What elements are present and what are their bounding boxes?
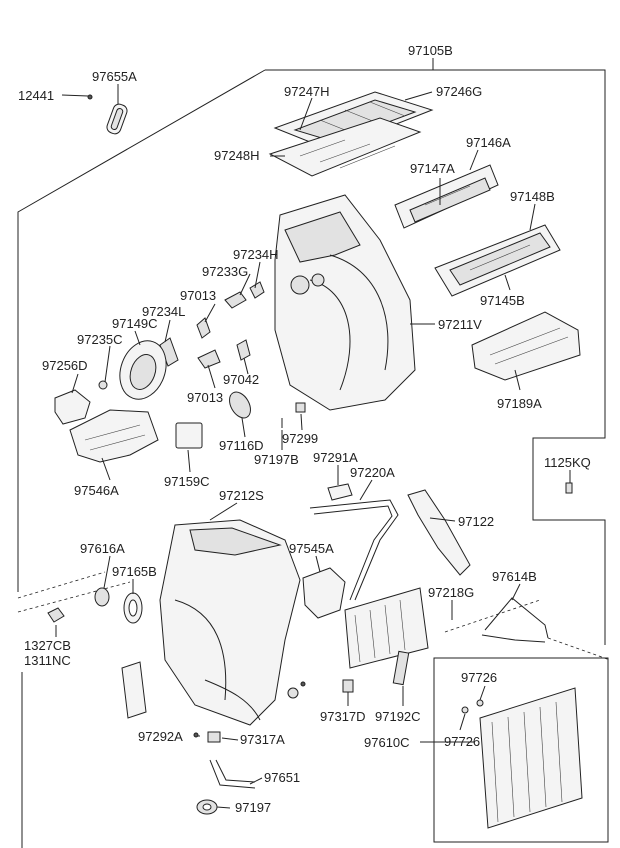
part-label-97235C: 97235C xyxy=(77,332,123,347)
bracket-part xyxy=(481,597,549,643)
part-label-97726-upper: 97726 xyxy=(461,670,497,685)
heater-cover-part xyxy=(407,489,471,576)
part-label-97545A: 97545A xyxy=(289,541,334,556)
part-label-97146A: 97146A xyxy=(466,135,511,150)
part-label-97616A: 97616A xyxy=(80,541,125,556)
heater-core-part xyxy=(344,587,429,669)
part-label-97247H: 97247H xyxy=(284,84,330,99)
lever-parts xyxy=(98,281,265,390)
blower-fan-part xyxy=(119,340,167,400)
part-label-97148B: 97148B xyxy=(510,189,555,204)
seal-ring-part xyxy=(87,94,128,135)
part-label-97192C: 97192C xyxy=(375,709,421,724)
leader-lines xyxy=(55,84,571,809)
part-label-97218G: 97218G xyxy=(428,585,474,600)
part-label-97013-lower: 97013 xyxy=(187,390,223,405)
part-label-97233G: 97233G xyxy=(202,264,248,279)
part-label-97651: 97651 xyxy=(264,770,300,785)
part-label-97655A: 97655A xyxy=(92,69,137,84)
gear-part xyxy=(229,391,251,419)
part-label-97246G: 97246G xyxy=(436,84,482,99)
part-label-97116D: 97116D xyxy=(219,438,264,453)
part-label-1327CB: 1327CB xyxy=(24,638,71,653)
washer-part xyxy=(287,681,306,699)
part-label-12441: 12441 xyxy=(18,88,54,103)
grommet-part xyxy=(196,799,218,815)
part-label-97299: 97299 xyxy=(282,431,318,446)
lower-case-part xyxy=(159,519,301,726)
part-label-97189A: 97189A xyxy=(497,396,542,411)
part-label-1311NC: 1311NC xyxy=(24,653,71,668)
expansion-valve-part xyxy=(302,567,346,619)
part-label-97212S: 97212S xyxy=(219,488,264,503)
part-label-97256D: 97256D xyxy=(42,358,88,373)
part-label-97149C: 97149C xyxy=(112,316,158,331)
screw-part xyxy=(565,482,573,494)
core-seal-part xyxy=(392,650,410,686)
fastener-parts xyxy=(281,402,306,428)
side-plate-part xyxy=(121,661,147,719)
control-module-part xyxy=(175,422,203,449)
part-label-97145B: 97145B xyxy=(480,293,525,308)
evaporator-part xyxy=(461,687,583,829)
actuator-motor-part xyxy=(54,389,91,425)
part-label-97234L: 97234L xyxy=(142,304,185,319)
rings-parts xyxy=(94,587,143,624)
dashed-guide-lines xyxy=(17,571,611,661)
hose-clip-parts xyxy=(193,731,221,743)
air-filter-part xyxy=(268,117,422,177)
part-label-97248H: 97248H xyxy=(214,148,260,163)
part-label-97211V: 97211V xyxy=(438,317,482,332)
part-label-97122: 97122 xyxy=(458,514,494,529)
part-label-97317A: 97317A xyxy=(240,732,285,747)
evaporator-inset-box xyxy=(433,657,609,843)
part-label-97317D: 97317D xyxy=(320,709,366,724)
door-assembly-lower-part xyxy=(434,224,561,297)
part-label-97013-upper: 97013 xyxy=(180,288,216,303)
mount-clip-part xyxy=(47,607,65,623)
part-label-97546A: 97546A xyxy=(74,483,119,498)
part-label-97147A: 97147A xyxy=(410,161,455,176)
part-labels: 97105B 12441 97655A 97247H 97246G 97248H… xyxy=(18,43,591,815)
part-label-97105B: 97105B xyxy=(408,43,453,58)
drain-hose-part xyxy=(209,759,256,789)
part-label-97726-lower: 97726 xyxy=(444,734,480,749)
part-label-97165B: 97165B xyxy=(112,564,157,579)
part-label-1125KQ: 1125KQ xyxy=(544,455,591,470)
door-assembly-upper-part xyxy=(394,164,499,229)
part-label-97159C: 97159C xyxy=(164,474,210,489)
heater-pipes-part xyxy=(309,499,399,601)
pipe-connector-part xyxy=(327,483,353,501)
part-label-97291A: 97291A xyxy=(313,450,358,465)
part-label-97220A: 97220A xyxy=(350,465,395,480)
part-label-97292A: 97292A xyxy=(138,729,183,744)
upper-case-part xyxy=(274,194,416,411)
part-label-97614B: 97614B xyxy=(492,569,537,584)
part-label-97197: 97197 xyxy=(235,800,271,815)
part-label-97234H: 97234H xyxy=(233,247,279,262)
assembly-frame xyxy=(17,58,606,848)
blower-duct-part xyxy=(69,409,159,463)
part-label-97197B: 97197B xyxy=(254,452,299,467)
part-label-97610C: 97610C xyxy=(364,735,410,750)
clip-part xyxy=(342,679,354,693)
part-label-97042: 97042 xyxy=(223,372,259,387)
insulation-pad-part xyxy=(471,311,581,381)
